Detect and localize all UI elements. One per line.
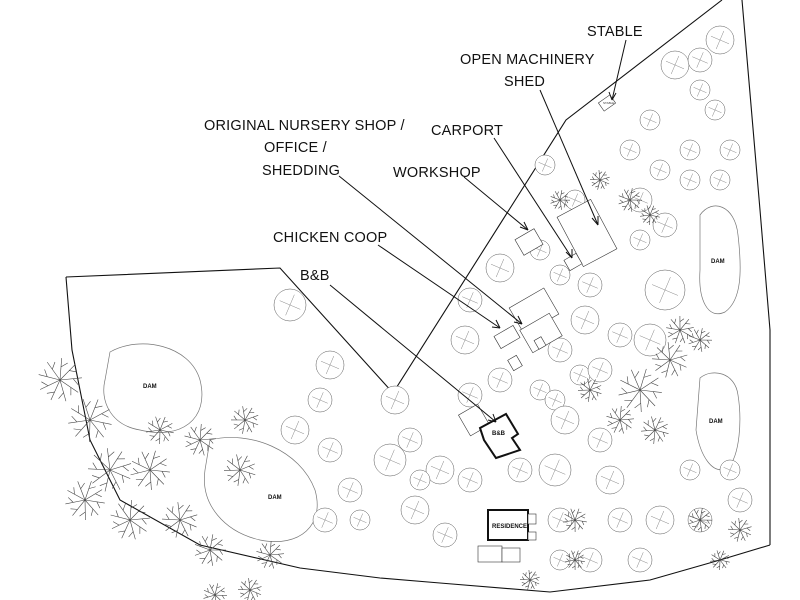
star-tree	[606, 406, 634, 434]
callout-carport: CARPORT	[431, 123, 503, 139]
leader-chicken-coop	[377, 244, 501, 329]
leader-workshop	[463, 176, 529, 231]
dam-east-upper: DAM	[699, 205, 741, 315]
star-tree	[710, 550, 730, 571]
star-tree	[688, 508, 713, 532]
star-tree	[565, 550, 585, 571]
dam-east-lower-label: DAM	[709, 419, 723, 425]
star-tree	[184, 424, 216, 456]
dam-southwest: DAM	[204, 437, 318, 542]
callout-open-machinery-shed-line1: OPEN MACHINERY	[460, 52, 595, 68]
workshop-building	[514, 228, 544, 256]
star-tree	[577, 378, 602, 402]
leader-arrowheads	[487, 91, 617, 423]
leader-carport	[493, 137, 573, 259]
bnb-building-label: B&B	[492, 431, 506, 437]
star-tree	[224, 454, 256, 486]
callout-original-nursery-line1: ORIGINAL NURSERY SHOP /	[204, 118, 405, 134]
tree-canopies	[273, 25, 753, 573]
dam-east-upper-label: DAM	[711, 259, 725, 265]
star-trees	[38, 170, 752, 600]
open-machinery-shed-building	[556, 198, 618, 268]
callout-original-nursery-line3: SHEDDING	[262, 163, 340, 179]
star-tree	[688, 328, 713, 352]
callout-chicken-coop: CHICKEN COOP	[273, 230, 387, 246]
residence-building: RESIDENCE	[487, 509, 537, 541]
callout-bnb: B&B	[300, 268, 330, 284]
residence-building-label: RESIDENCE	[492, 524, 527, 530]
star-tree	[238, 578, 262, 600]
callout-stable: STABLE	[587, 24, 643, 40]
property-boundary-east	[741, 0, 771, 545]
star-tree	[88, 448, 132, 492]
dam-southwest-label: DAM	[268, 495, 282, 501]
star-tree	[110, 500, 150, 540]
residence-outbuildings	[477, 545, 521, 563]
star-tree	[550, 190, 571, 210]
star-tree	[256, 541, 284, 569]
leader-stable	[611, 39, 627, 101]
dam-east-lower: DAM	[695, 372, 741, 470]
star-tree	[618, 368, 662, 412]
bnb-building: B&B	[478, 412, 522, 460]
star-tree	[641, 416, 669, 444]
callout-open-machinery-shed-line2: SHED	[504, 74, 545, 90]
star-tree	[520, 570, 540, 590]
star-tree	[590, 170, 610, 190]
leader-bnb	[329, 284, 497, 423]
star-tree	[652, 342, 688, 378]
chicken-coop-building	[493, 325, 521, 349]
dam-west: DAM	[103, 343, 203, 433]
star-tree	[130, 450, 170, 490]
svg-text:STABLE: STABLE	[603, 101, 614, 105]
star-tree	[68, 399, 112, 442]
star-tree	[38, 358, 82, 402]
carport-building	[563, 252, 583, 272]
property-boundary-south	[65, 276, 771, 593]
dam-west-label: DAM	[143, 384, 157, 390]
callout-original-nursery-line2: OFFICE /	[264, 140, 328, 156]
leader-open-machinery-shed	[539, 89, 599, 226]
star-tree	[230, 406, 259, 434]
leader-original-nursery	[338, 175, 523, 325]
star-tree	[194, 534, 227, 566]
star-tree	[640, 205, 660, 226]
callout-workshop: WORKSHOP	[393, 165, 481, 181]
star-tree	[65, 480, 105, 521]
star-tree	[666, 315, 694, 344]
star-tree	[563, 508, 587, 533]
small-shed-building	[507, 336, 547, 372]
star-tree	[162, 502, 198, 538]
star-tree	[618, 188, 643, 212]
star-tree	[146, 416, 174, 445]
star-tree	[728, 518, 752, 542]
star-tree	[203, 583, 227, 600]
